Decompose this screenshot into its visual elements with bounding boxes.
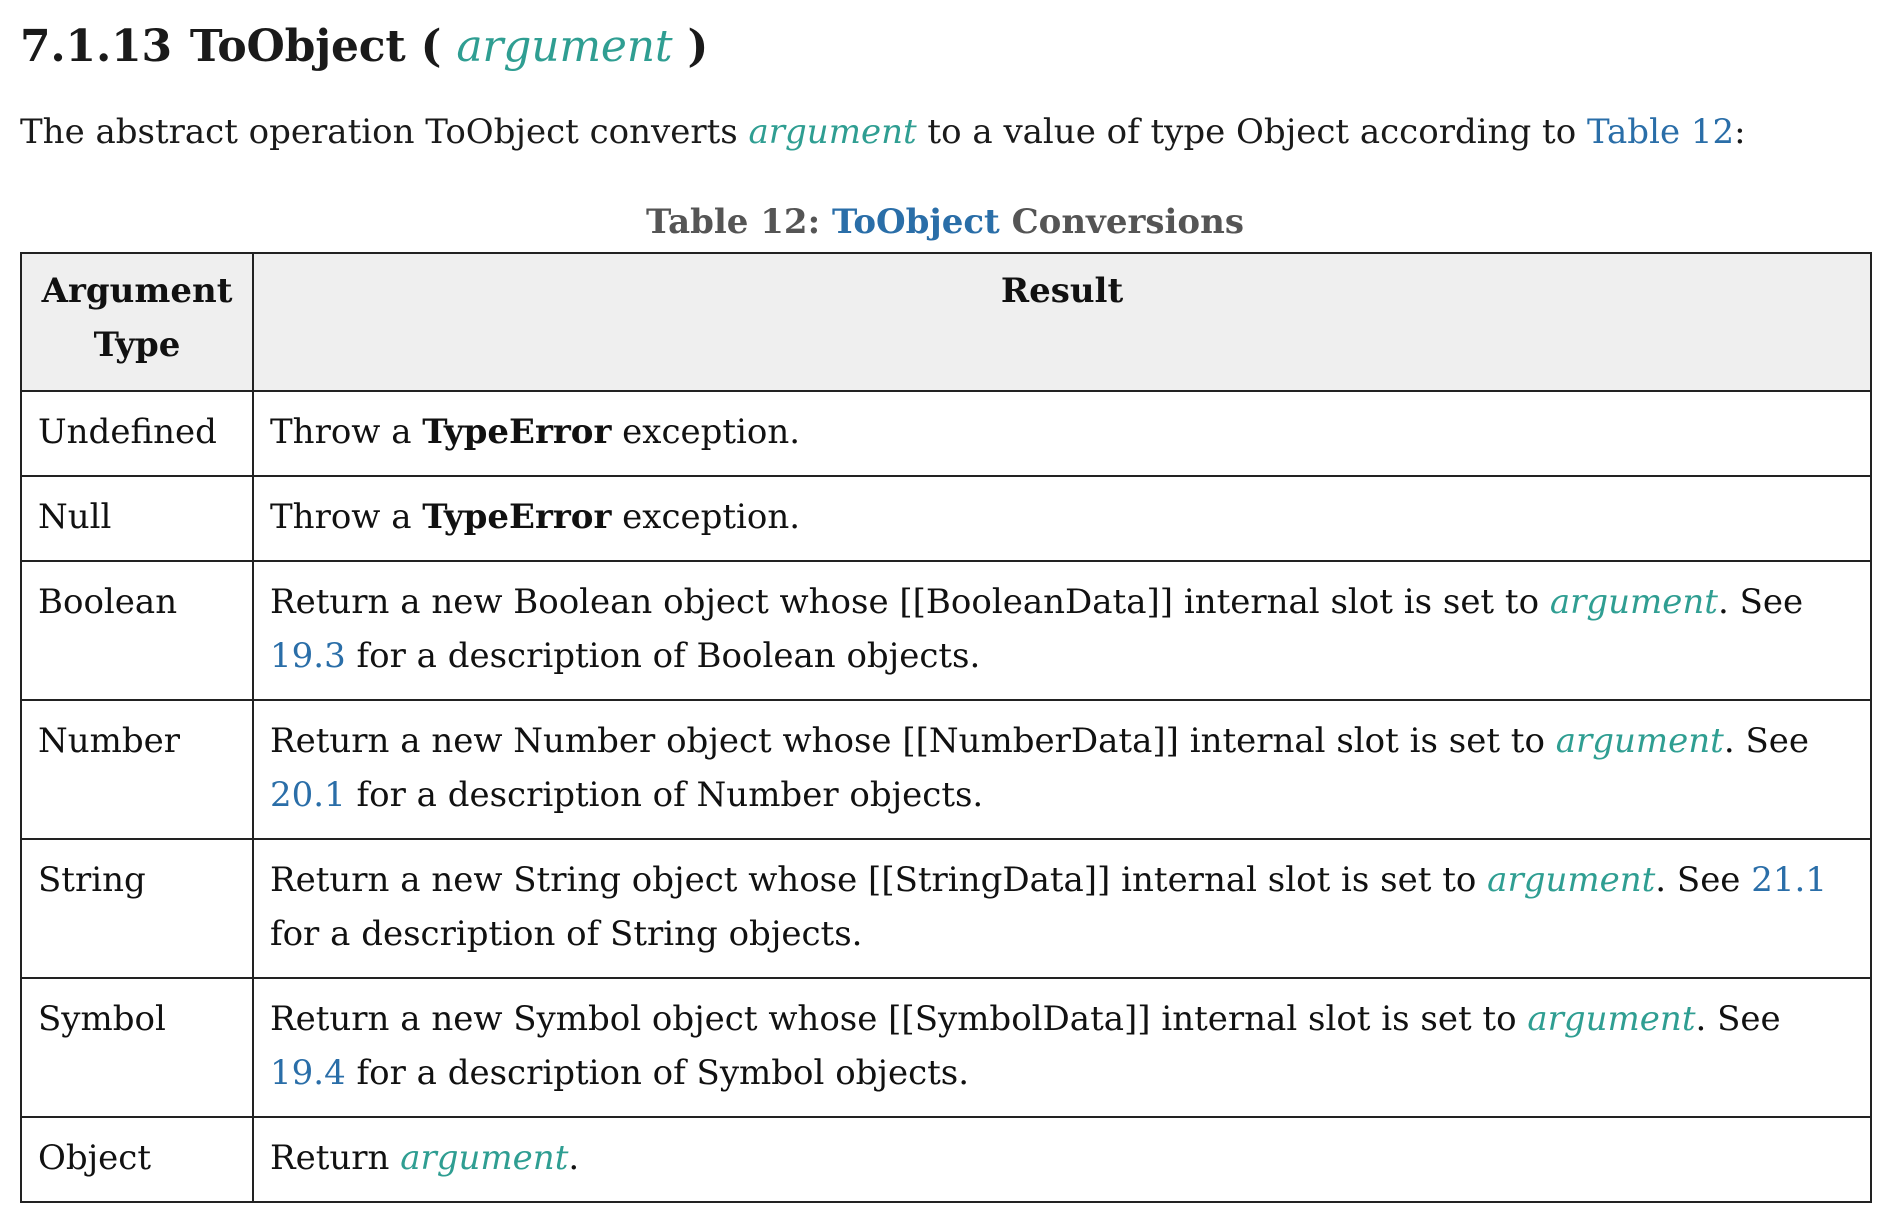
parameter-argument[interactable]: argument — [456, 21, 673, 72]
section-19-4-link[interactable]: 19.4 — [270, 1053, 346, 1093]
result-cell: Return a new Symbol object whose [[Symbo… — [252, 977, 1872, 1118]
argument-type-cell: Null — [20, 475, 254, 562]
table-row: Null Throw a TypeError exception. — [20, 475, 1872, 562]
operation-name: ToObject — [189, 21, 406, 72]
result-text: for a description of Symbol objects. — [345, 1053, 970, 1093]
intro-text-1: The abstract operation ToObject converts — [20, 112, 749, 152]
result-cell: Return argument. — [252, 1116, 1872, 1203]
argument-type-cell: Number — [20, 699, 254, 840]
result-cell: Return a new Number object whose [[Numbe… — [252, 699, 1872, 840]
result-text: Throw a — [270, 497, 423, 537]
result-cell: Return a new String object whose [[Strin… — [252, 838, 1872, 979]
table-row: Boolean Return a new Boolean object whos… — [20, 560, 1872, 701]
caption-suffix: Conversions — [999, 202, 1244, 242]
caption-toobject-link[interactable]: ToObject — [831, 202, 1000, 242]
typeerror-keyword: TypeError — [422, 412, 612, 452]
result-text: . — [568, 1138, 580, 1178]
result-text: exception. — [611, 497, 801, 537]
result-cell: Return a new Boolean object whose [[Bool… — [252, 560, 1872, 701]
result-text: Return a new Symbol object whose [[Symbo… — [270, 999, 1528, 1039]
result-text: Return — [270, 1138, 401, 1178]
intro-text-2: to a value of type Object according to — [916, 112, 1587, 152]
intro-paragraph: The abstract operation ToObject converts… — [20, 110, 1890, 154]
table-row: Number Return a new Number object whose … — [20, 699, 1872, 840]
table-caption: Table 12: ToObject Conversions — [20, 200, 1870, 244]
result-text: for a description of String objects. — [270, 914, 863, 954]
result-text: . See — [1695, 999, 1781, 1039]
intro-variable[interactable]: argument — [748, 112, 917, 152]
typeerror-keyword: TypeError — [422, 497, 612, 537]
section-19-3-link[interactable]: 19.3 — [270, 636, 346, 676]
result-text: Return a new Boolean object whose [[Bool… — [270, 582, 1550, 622]
argument-variable[interactable]: argument — [1487, 860, 1656, 900]
result-text: Return a new String object whose [[Strin… — [270, 860, 1488, 900]
table-row: Object Return argument. — [20, 1116, 1872, 1203]
argument-variable[interactable]: argument — [1549, 582, 1718, 622]
result-cell: Throw a TypeError exception. — [252, 475, 1872, 562]
close-paren: ) — [687, 21, 709, 72]
result-text: exception. — [611, 412, 801, 452]
table-12-link[interactable]: Table 12 — [1587, 112, 1735, 152]
section-heading: 7.1.13 ToObject ( argument ) — [20, 14, 1890, 80]
result-text: . See — [1717, 582, 1804, 622]
argument-variable[interactable]: argument — [400, 1138, 569, 1178]
result-text: . See — [1655, 860, 1752, 900]
open-paren: ( — [420, 21, 442, 72]
section-number: 7.1.13 — [20, 21, 172, 72]
argument-type-cell: Undefined — [20, 390, 254, 477]
result-text: for a description of Number objects. — [345, 775, 984, 815]
section-20-1-link[interactable]: 20.1 — [270, 775, 346, 815]
table-row: String Return a new String object whose … — [20, 838, 1872, 979]
result-cell: Throw a TypeError exception. — [252, 390, 1872, 477]
result-text: for a description of Boolean objects. — [345, 636, 981, 676]
intro-text-3: : — [1734, 112, 1746, 152]
table-row: Undefined Throw a TypeError exception. — [20, 390, 1872, 477]
caption-prefix: Table 12: — [646, 202, 832, 242]
argument-type-cell: Object — [20, 1116, 254, 1203]
argument-type-cell: Symbol — [20, 977, 254, 1118]
argument-variable[interactable]: argument — [1555, 721, 1724, 761]
result-text: . See — [1723, 721, 1809, 761]
argument-variable[interactable]: argument — [1527, 999, 1696, 1039]
argument-type-cell: String — [20, 838, 254, 979]
result-text: Return a new Number object whose [[Numbe… — [270, 721, 1556, 761]
table-row: Symbol Return a new Symbol object whose … — [20, 977, 1872, 1118]
section-21-1-link[interactable]: 21.1 — [1751, 860, 1827, 900]
result-text: Throw a — [270, 412, 423, 452]
argument-type-cell: Boolean — [20, 560, 254, 701]
header-result: Result — [252, 252, 1872, 392]
